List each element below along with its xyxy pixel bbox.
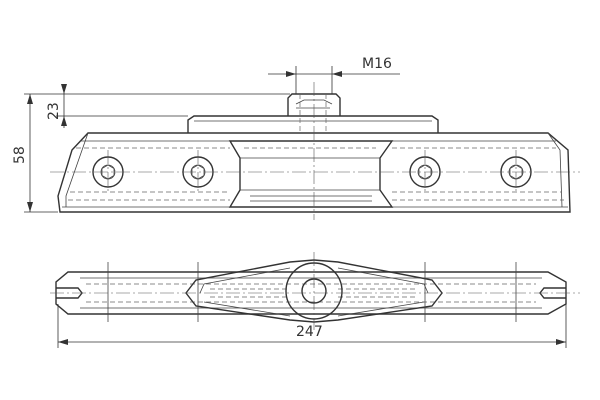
dim-m16-arrow-left (286, 71, 296, 77)
front-left-chamfer (65, 132, 89, 207)
front-top-plate (187, 115, 439, 133)
dim-58-arrow-bottom (27, 202, 33, 212)
dim-58-arrow-top (27, 94, 33, 104)
dim-247-arrow-right (556, 339, 566, 345)
top-cross-inner-right (337, 267, 429, 317)
dim-23-label: 23 (46, 102, 62, 120)
dim-m16-label: M16 (362, 56, 392, 72)
dim-m16-arrow-right (332, 71, 342, 77)
dim-247-label: 247 (296, 324, 323, 340)
dim-23-arrow-top (61, 84, 67, 94)
dimensions: M16 58 23 247 (12, 56, 567, 348)
front-center-window (228, 140, 394, 208)
front-body-outline (57, 132, 571, 213)
dim-247-arrow-left (58, 339, 68, 345)
dim-23-arrow-bottom (61, 116, 67, 126)
front-right-chamfer (547, 132, 563, 208)
top-rail-outline (55, 271, 567, 315)
dim-58-label: 58 (12, 146, 28, 164)
front-view (50, 82, 580, 220)
top-cross-inner-left (199, 267, 291, 317)
top-view (50, 252, 580, 330)
